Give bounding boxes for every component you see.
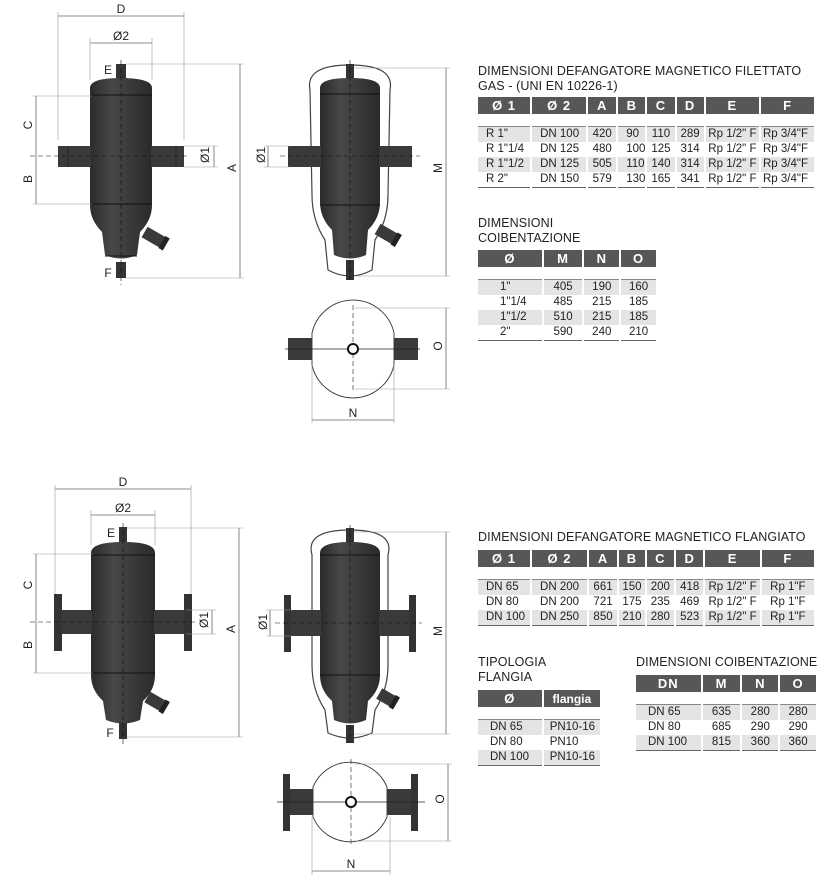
col-header: C — [647, 97, 675, 114]
label-O1-flanged: Ø1 — [197, 612, 211, 628]
col-header: M — [543, 250, 583, 267]
label-A-flanged: A — [224, 625, 238, 633]
flanged-dimensions-block: DIMENSIONI DEFANGATORE MAGNETICO FLANGIA… — [478, 530, 818, 626]
threaded-dimensions-block: DIMENSIONI DEFANGATORE MAGNETICO FILETTA… — [478, 64, 818, 188]
col-header: Ø 2 — [532, 97, 587, 114]
label-M: M — [431, 163, 445, 173]
table-header-row: Ø flangia — [478, 690, 600, 707]
col-header: Ø 2 — [532, 550, 587, 567]
threaded-front-view-drawing: D Ø2 E F C B Ø1 A — [0, 0, 250, 290]
col-header: O — [621, 250, 656, 267]
label-O1-insulated: Ø1 — [254, 147, 268, 163]
table-header-row: Ø M N O — [478, 250, 656, 267]
col-header: D — [676, 97, 704, 114]
label-D-flanged: D — [119, 475, 128, 489]
col-header: B — [619, 550, 645, 567]
threaded-top-view-drawing: O N — [270, 295, 460, 430]
label-O-flanged: O — [433, 794, 447, 803]
col-header: Ø — [478, 690, 542, 707]
col-header: E — [705, 550, 760, 567]
table-header-row: Ø 1 Ø 2 A B C D E F — [478, 97, 814, 114]
label-O2: Ø2 — [113, 29, 129, 43]
label-D: D — [117, 2, 126, 16]
table-header-row: Ø 1 Ø 2 A B C D E F — [478, 550, 814, 567]
col-header: A — [588, 550, 618, 567]
label-C-flanged: C — [21, 580, 35, 589]
col-header: C — [646, 550, 675, 567]
label-C: C — [21, 120, 35, 129]
label-B: B — [21, 175, 35, 183]
col-header: Ø 1 — [478, 97, 531, 114]
col-header: E — [705, 97, 760, 114]
threaded-insulated-view-drawing: Ø1 M — [250, 50, 460, 290]
col-header: flangia — [543, 690, 600, 707]
flange-type-title: TIPOLOGIA FLANGIA — [478, 655, 546, 684]
label-F: F — [104, 266, 111, 280]
col-header: Ø — [478, 250, 542, 267]
threaded-insulation-title: DIMENSIONI COIBENTAZIONE — [478, 216, 581, 245]
col-header: A — [588, 97, 617, 114]
label-B-flanged: B — [21, 641, 35, 649]
label-F-flanged: F — [106, 726, 113, 740]
col-header: F — [761, 97, 814, 114]
label-N-flanged: N — [347, 857, 356, 871]
col-header: M — [702, 675, 741, 692]
flanged-top-view-drawing: O N — [260, 755, 460, 890]
col-header: DN — [636, 675, 701, 692]
label-N: N — [349, 406, 358, 420]
threaded-dimensions-title: DIMENSIONI DEFANGATORE MAGNETICO FILETTA… — [478, 64, 802, 93]
col-header: F — [761, 550, 814, 567]
flanged-front-view-drawing: D Ø2 E F C B Ø1 A — [0, 465, 250, 750]
col-header: N — [584, 250, 620, 267]
label-A: A — [225, 164, 239, 172]
label-O2-flanged: Ø2 — [115, 501, 131, 515]
label-O: O — [431, 341, 445, 350]
table-header-row: DN M N O — [636, 675, 816, 692]
flanged-insulated-view-drawing: Ø1 M — [250, 515, 460, 755]
flanged-insulation-title: DIMENSIONI COIBENTAZIONE — [636, 655, 818, 669]
col-header: B — [618, 97, 646, 114]
label-O1: Ø1 — [198, 147, 212, 163]
col-header: N — [742, 675, 779, 692]
flanged-dimensions-title: DIMENSIONI DEFANGATORE MAGNETICO FLANGIA… — [478, 530, 806, 544]
col-header: Ø 1 — [478, 550, 531, 567]
label-M-flanged: M — [431, 626, 445, 636]
col-header: O — [780, 675, 816, 692]
label-E-flanged: E — [107, 526, 115, 540]
label-E: E — [104, 63, 112, 77]
label-O1-flanged-insulated: Ø1 — [256, 614, 270, 630]
col-header: D — [676, 550, 704, 567]
